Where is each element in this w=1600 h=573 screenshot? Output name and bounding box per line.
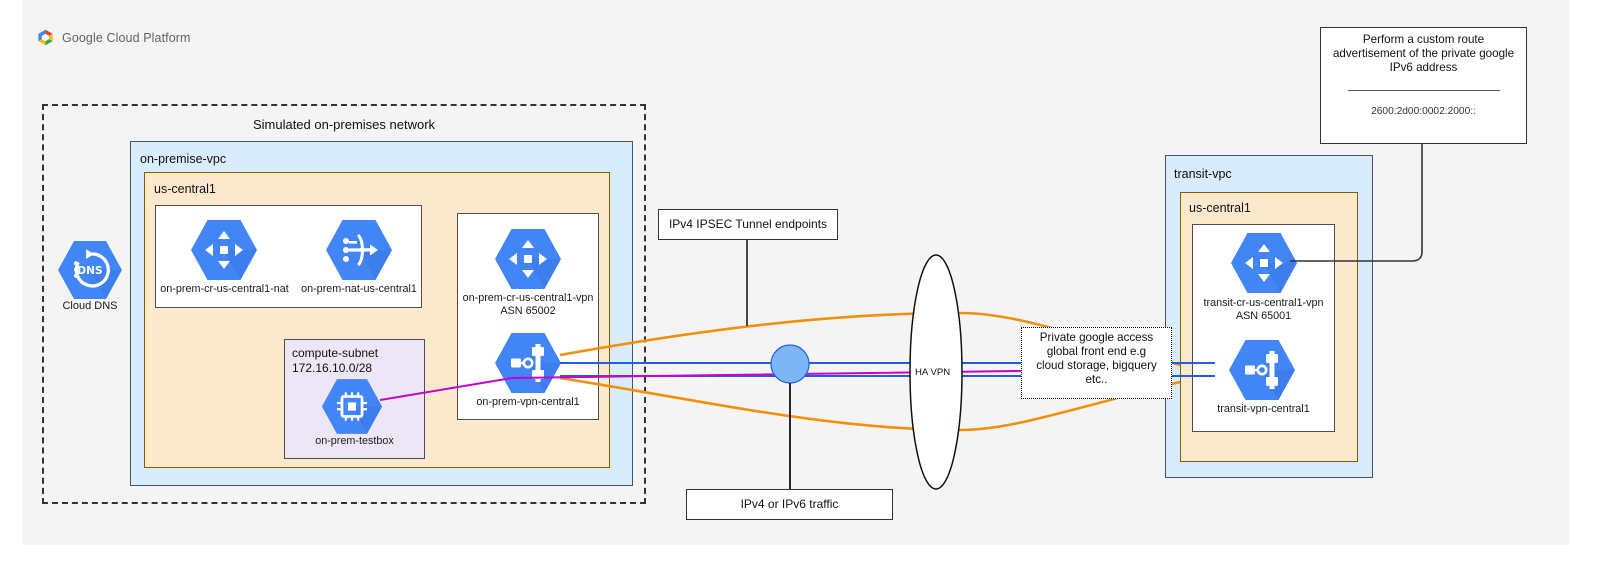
traffic-note-box — [686, 489, 893, 520]
cloud-router-icon — [1230, 232, 1298, 294]
ipv6-traffic-line — [379, 361, 1087, 401]
traffic-note-text: IPv4 or IPv6 traffic — [740, 497, 839, 511]
cloud-dns-icon: DNS — [57, 240, 123, 300]
callout-line-2: advertisement of the private google — [1332, 47, 1515, 60]
pga-line-3: cloud storage, bigquery — [1036, 359, 1157, 372]
ha-vpn-ellipse — [909, 254, 963, 490]
brand-label: Google Cloud Platform — [62, 30, 191, 45]
google-cloud-hex-logo-icon — [36, 28, 55, 47]
callout-divider — [1348, 90, 1500, 91]
private-google-access-box — [1021, 327, 1172, 399]
cloud-dns-label: Cloud DNS — [62, 300, 118, 312]
simulated-onprem-network-title: Simulated on-premises network — [252, 117, 436, 132]
cloud-router-icon — [190, 219, 258, 281]
ipsec-tunnel-note-text: IPv4 IPSEC Tunnel endpoints — [668, 217, 828, 231]
onprem-nat-label: on-prem-nat-us-central1 — [301, 283, 417, 295]
tunnel-endpoint-dot — [770, 344, 810, 384]
pga-line-4: etc.. — [1085, 373, 1108, 386]
svg-text:DNS: DNS — [77, 264, 102, 277]
onprem-router-vpn-label-line2: ASN 65002 — [500, 305, 556, 317]
transit-region-title: us-central1 — [1189, 201, 1251, 215]
ha-vpn-label: HA VPN — [915, 367, 951, 378]
custom-route-callout-box — [1320, 27, 1527, 144]
transit-router-vpn-label-line2: ASN 65001 — [1235, 310, 1292, 322]
simulated-onprem-network-boundary — [42, 104, 646, 504]
onprem-router-vpn-label-line1: on-prem-cr-us-central1-vpn — [462, 292, 594, 304]
pga-line-1: Private google access — [1039, 331, 1154, 344]
transit-router-vpn-label-line1: transit-cr-us-central1-vpn — [1203, 297, 1324, 309]
callout-line-3: IPv6 address — [1389, 61, 1458, 74]
onprem-vpn-gateway-label: on-prem-vpn-central1 — [476, 396, 580, 408]
compute-engine-vm-icon — [321, 378, 383, 435]
compute-subnet-name: compute-subnet — [292, 346, 379, 360]
onprem-region-title: us-central1 — [154, 182, 216, 196]
gcp-brand: Google Cloud Platform — [36, 28, 191, 47]
callout-leader — [1290, 144, 1423, 262]
cloud-vpn-gateway-icon — [1228, 339, 1296, 401]
transit-vpc-title: transit-vpc — [1174, 167, 1232, 181]
on-premise-vpc-title: on-premise-vpc — [140, 152, 227, 166]
ipsec-tunnel-note-box — [658, 209, 838, 240]
cloud-nat-icon — [325, 219, 393, 281]
compute-subnet-cidr: 172.16.10.0/28 — [292, 361, 373, 375]
pga-line-2: global front end e.g — [1046, 345, 1147, 358]
onprem-testbox-label: on-prem-testbox — [315, 435, 394, 447]
callout-line-1: Perform a custom route — [1362, 33, 1485, 46]
cloud-router-icon — [494, 228, 562, 290]
callout-ipv6-address: 2600:2d00:0002:2000:: — [1371, 106, 1476, 117]
transit-vpn-gateway-label: transit-vpn-central1 — [1217, 403, 1310, 415]
onprem-router-nat-label: on-prem-cr-us-central1-nat — [160, 283, 289, 295]
